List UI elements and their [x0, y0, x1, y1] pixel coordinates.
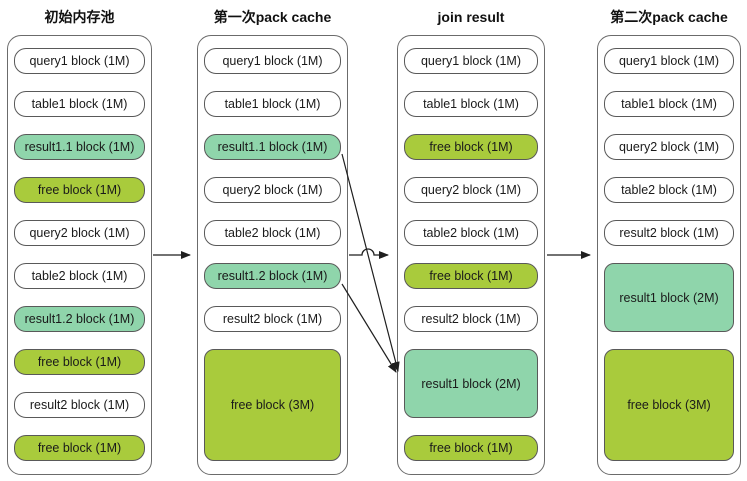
memory-block: result2 block (1M) [604, 220, 734, 246]
memory-block: result2 block (1M) [14, 392, 145, 418]
memory-block: query2 block (1M) [604, 134, 734, 160]
memory-block: table1 block (1M) [404, 91, 538, 117]
column-title-join-result: join result [437, 9, 505, 25]
memory-block: query1 block (1M) [14, 48, 145, 74]
column-container-join-result: query1 block (1M) table1 block (1M) free b… [397, 35, 545, 475]
memory-block: query1 block (1M) [604, 48, 734, 74]
memory-block: result1.1 block (1M) [204, 134, 341, 160]
memory-block: free block (1M) [404, 263, 538, 289]
arrow-pack1-to-join [349, 248, 389, 259]
memory-block: table2 block (1M) [204, 220, 341, 246]
memory-block: result1 block (2M) [604, 263, 734, 332]
memory-block: query2 block (1M) [404, 177, 538, 203]
column-container-first-pack: query1 block (1M) table1 block (1M) result… [197, 35, 348, 475]
memory-block: result2 block (1M) [404, 306, 538, 332]
memory-block: query2 block (1M) [14, 220, 145, 246]
memory-block: query1 block (1M) [204, 48, 341, 74]
memory-block: result1.1 block (1M) [14, 134, 145, 160]
memory-block: query1 block (1M) [404, 48, 538, 74]
column-title-second-pack: 第二次pack cache [610, 9, 728, 25]
column-title-first-pack: 第一次pack cache [213, 9, 332, 25]
memory-block: free block (1M) [14, 177, 145, 203]
memory-block: table1 block (1M) [204, 91, 341, 117]
memory-block: result1.2 block (1M) [204, 263, 341, 289]
memory-block: result1 block (2M) [404, 349, 538, 418]
column-container-initial-pool: query1 block (1M) table1 block (1M) result… [7, 35, 152, 475]
column-container-second-pack: query1 block (1M) table1 block (1M) query2… [597, 35, 741, 475]
memory-block: free block (3M) [604, 349, 734, 461]
memory-block: free block (3M) [204, 349, 341, 461]
memory-block: table2 block (1M) [604, 177, 734, 203]
memory-block: table1 block (1M) [14, 91, 145, 117]
memory-block: free block (1M) [404, 134, 538, 160]
arrow-result12-merge [341, 283, 397, 373]
memory-block: table2 block (1M) [404, 220, 538, 246]
memory-block: result2 block (1M) [204, 306, 341, 332]
memory-block: query2 block (1M) [204, 177, 341, 203]
memory-block: table1 block (1M) [604, 91, 734, 117]
memory-block: free block (1M) [404, 435, 538, 461]
memory-block: table2 block (1M) [14, 263, 145, 289]
memory-block: free block (1M) [14, 349, 145, 375]
arrow-result11-merge [341, 153, 400, 372]
memory-block: free block (1M) [14, 435, 145, 461]
memory-block: result1.2 block (1M) [14, 306, 145, 332]
column-title-initial-pool: 初始内存池 [44, 9, 115, 25]
